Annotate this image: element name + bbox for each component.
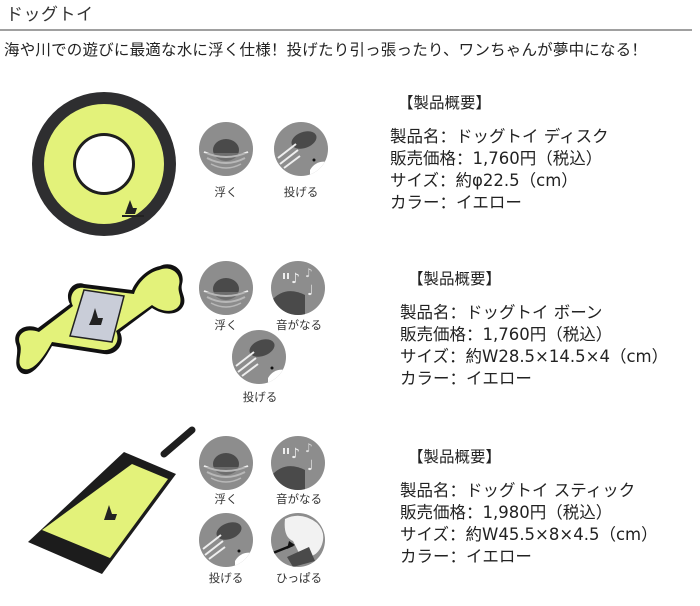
spec-name: 製品名：ドッグトイ スティック <box>400 481 636 500</box>
spec-price: 販売価格：1,760円（税込） <box>400 325 613 344</box>
spec-heading: 【製品概要】 <box>408 270 502 288</box>
spec-size: サイズ：約W28.5×14.5×4（cm） <box>400 347 669 366</box>
throw-icon <box>199 513 253 567</box>
squeak-icon: ♪ ♪ ♩ <box>271 261 325 315</box>
feature-label-float: 浮く <box>214 318 238 332</box>
spec-price: 販売価格：1,980円（税込） <box>400 503 613 522</box>
spec-bone: 【製品概要】 製品名：ドッグトイ ボーン 販売価格：1,760円（税込） サイズ… <box>400 268 668 390</box>
disc-toy-image <box>32 92 176 236</box>
svg-text:♩: ♩ <box>307 458 314 474</box>
svg-text:♪: ♪ <box>291 271 300 287</box>
feature-label-throw: 投げる <box>242 390 278 404</box>
feature-label-squeak: 音がなる <box>276 492 322 506</box>
svg-text:♩: ♩ <box>307 283 314 299</box>
feature-label-pull: ひっぱる <box>276 571 322 585</box>
svg-text:♪: ♪ <box>291 446 300 462</box>
spec-heading: 【製品概要】 <box>398 94 492 112</box>
squeak-icon: ♪ ♪ ♩ <box>271 436 325 490</box>
bone-toy-image <box>15 264 185 375</box>
lead-text: 海や川での遊びに最適な水に浮く仕様！投げたり引っ張ったり、ワンちゃんが夢中になる… <box>4 41 648 59</box>
feature-label-throw: 投げる <box>208 571 244 585</box>
spec-stick: 【製品概要】 製品名：ドッグトイ スティック 販売価格：1,980円（税込） サ… <box>400 446 658 568</box>
throw-icon <box>232 330 286 384</box>
float-icon <box>199 436 253 490</box>
float-icon <box>199 122 253 176</box>
svg-text:♪: ♪ <box>305 441 313 455</box>
spec-price: 販売価格：1,760円（税込） <box>390 149 603 168</box>
spec-heading: 【製品概要】 <box>408 448 502 466</box>
float-icon <box>199 261 253 315</box>
spec-size: サイズ：約φ22.5（cm） <box>390 171 578 190</box>
feature-label-float: 浮く <box>214 185 238 199</box>
spec-name: 製品名：ドッグトイ ディスク <box>390 127 609 146</box>
stick-toy-image <box>28 426 196 574</box>
throw-icon <box>274 122 328 176</box>
pull-icon <box>271 513 325 567</box>
svg-text:♪: ♪ <box>305 266 313 280</box>
spec-color: カラー：イエロー <box>400 547 532 566</box>
spec-color: カラー：イエロー <box>400 369 532 388</box>
feature-label-throw: 投げる <box>283 185 319 199</box>
page-title: ドッグトイ <box>6 5 94 25</box>
feature-label-squeak: 音がなる <box>276 318 322 332</box>
feature-label-float: 浮く <box>214 492 238 506</box>
title-divider <box>0 29 692 31</box>
spec-name: 製品名：ドッグトイ ボーン <box>400 303 603 322</box>
spec-disc: 【製品概要】 製品名：ドッグトイ ディスク 販売価格：1,760円（税込） サイ… <box>390 92 609 214</box>
spec-size: サイズ：約W45.5×8×4.5（cm） <box>400 525 658 544</box>
spec-color: カラー：イエロー <box>390 193 522 212</box>
